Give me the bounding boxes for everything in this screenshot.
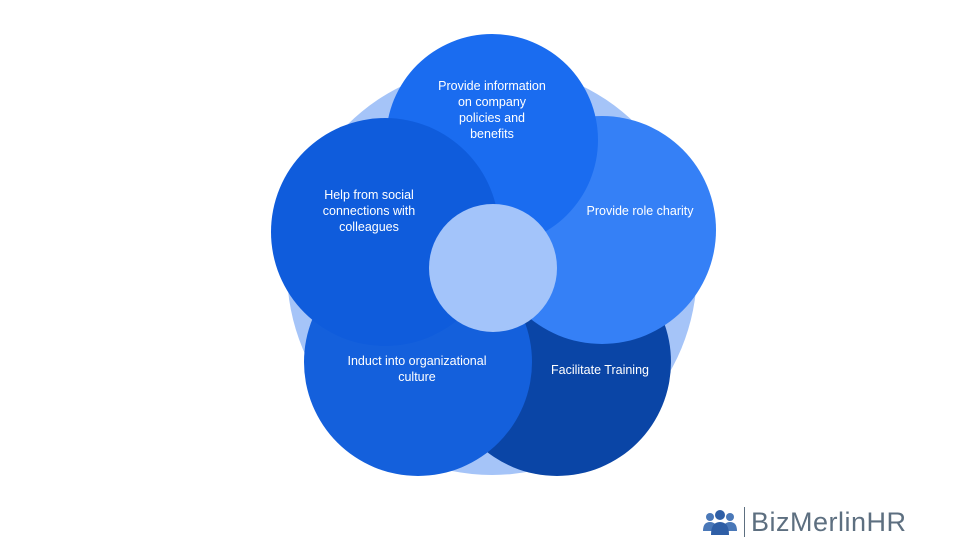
petal-label-bottom-right: Facilitate Training <box>551 363 649 377</box>
people-group-icon <box>703 510 737 535</box>
petal-label-top: Provide information on company policies … <box>438 79 546 141</box>
petal-label-right: Provide role charity <box>586 204 694 218</box>
center-circle <box>429 204 557 332</box>
petal-label-bottom-left: Induct into organizational culture <box>347 354 487 384</box>
petal-label-left: Help from social connections with collea… <box>322 188 416 234</box>
bizmerlin-logo: BizMerlinHR <box>702 505 907 539</box>
logo-text: BizMerlinHR <box>751 506 907 537</box>
logo-divider <box>744 507 745 537</box>
